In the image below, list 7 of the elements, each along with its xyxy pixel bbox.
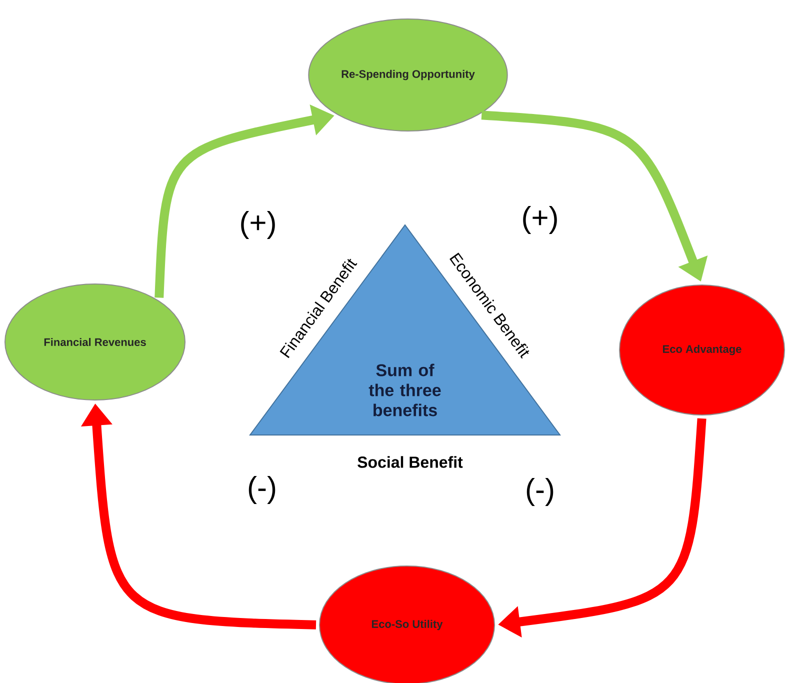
- ellipse-node: Eco-So Utility: [319, 566, 495, 683]
- ellipse-node: Financial Revenues: [4, 284, 186, 400]
- ellipse-node: Re-Spending Opportunity: [308, 18, 508, 132]
- side-label: Social Benefit: [358, 456, 463, 468]
- sign-label: (-): [248, 476, 276, 504]
- sign-label: (-): [526, 478, 554, 506]
- ellipse-node: Eco Advantage: [619, 284, 785, 416]
